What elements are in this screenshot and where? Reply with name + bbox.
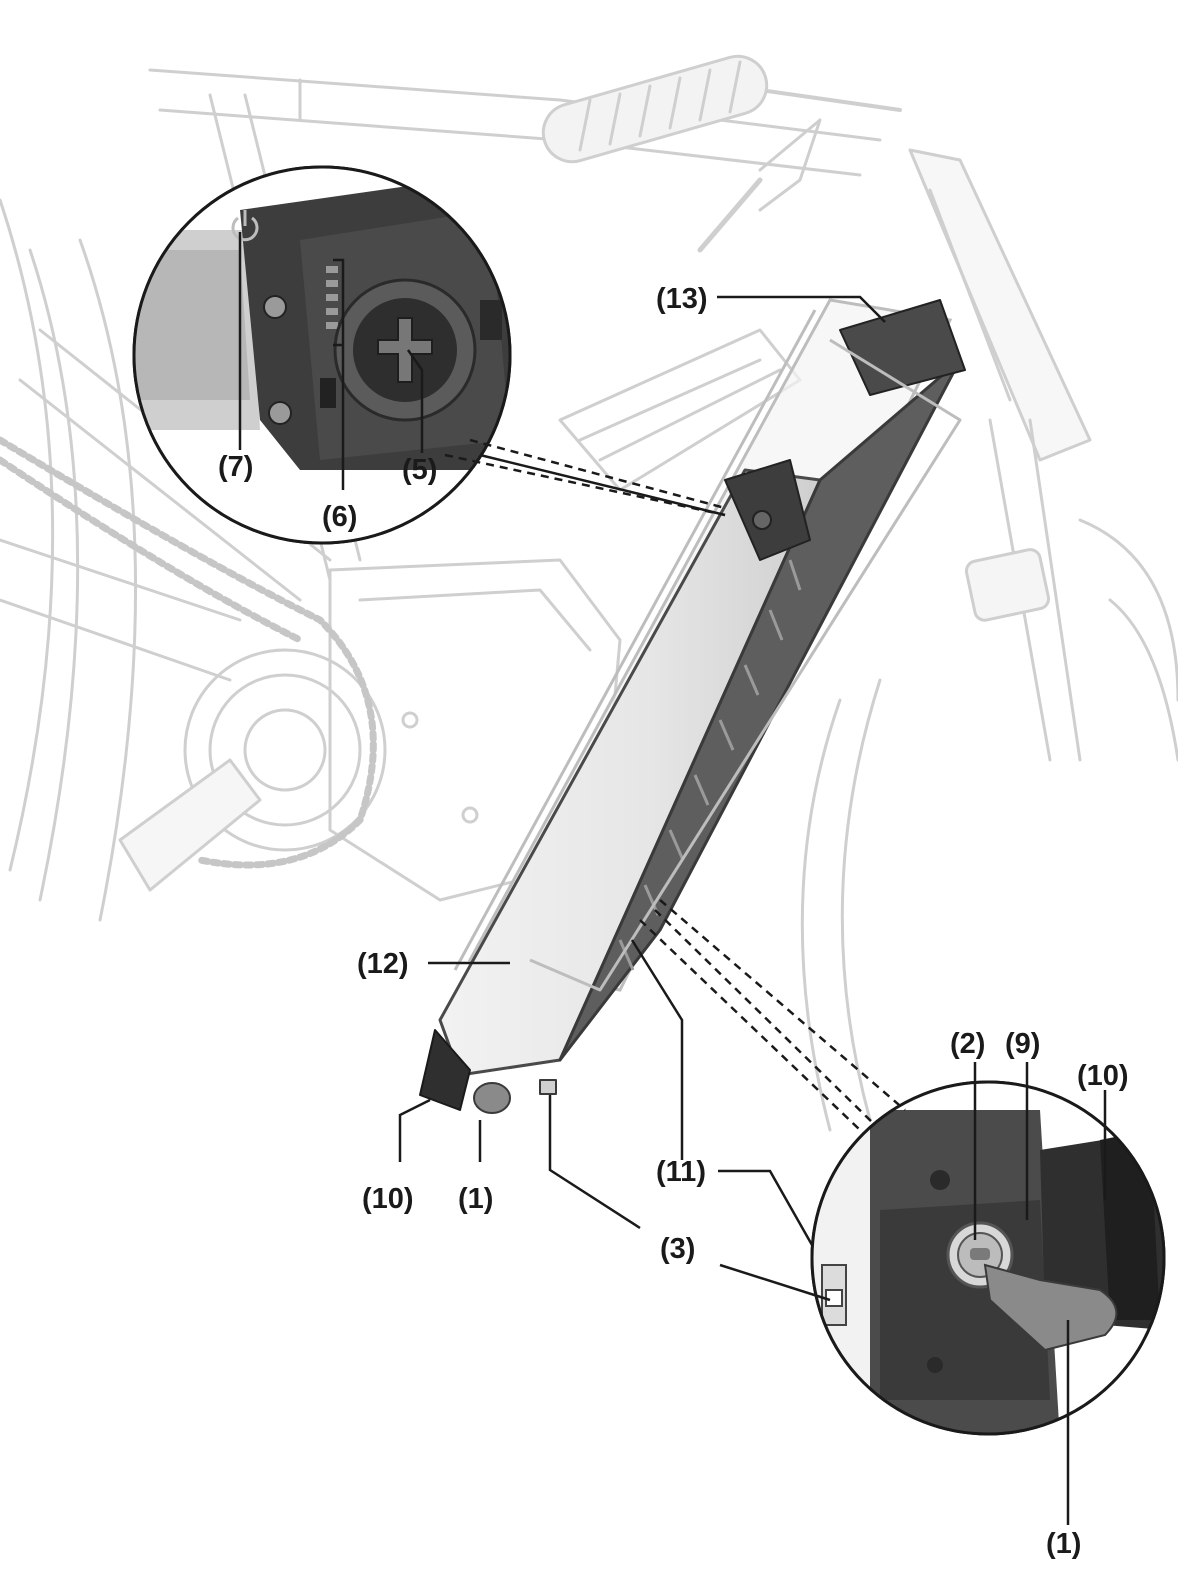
zoom-bottom bbox=[810, 1080, 1166, 1436]
power-icon bbox=[231, 210, 259, 242]
leader-lines bbox=[238, 232, 1107, 1525]
callout-11: (11) bbox=[656, 1156, 706, 1188]
callout-3: (3) bbox=[660, 1233, 696, 1265]
callout-5: (5) bbox=[402, 454, 438, 486]
callout-12: (12) bbox=[357, 948, 409, 980]
battery bbox=[419, 299, 966, 1114]
callout-13: (13) bbox=[656, 283, 708, 315]
callout-6: (6) bbox=[322, 501, 358, 533]
callout-7: (7) bbox=[218, 451, 254, 483]
callout-10-right: (10) bbox=[1077, 1060, 1129, 1092]
callout-10-left: (10) bbox=[362, 1183, 414, 1215]
callout-2: (2) bbox=[950, 1028, 986, 1060]
zoom-top bbox=[132, 165, 512, 545]
callout-1-bottom: (1) bbox=[1046, 1528, 1082, 1560]
callout-1-left: (1) bbox=[458, 1183, 494, 1215]
callout-9: (9) bbox=[1005, 1028, 1041, 1060]
chain bbox=[0, 436, 377, 869]
